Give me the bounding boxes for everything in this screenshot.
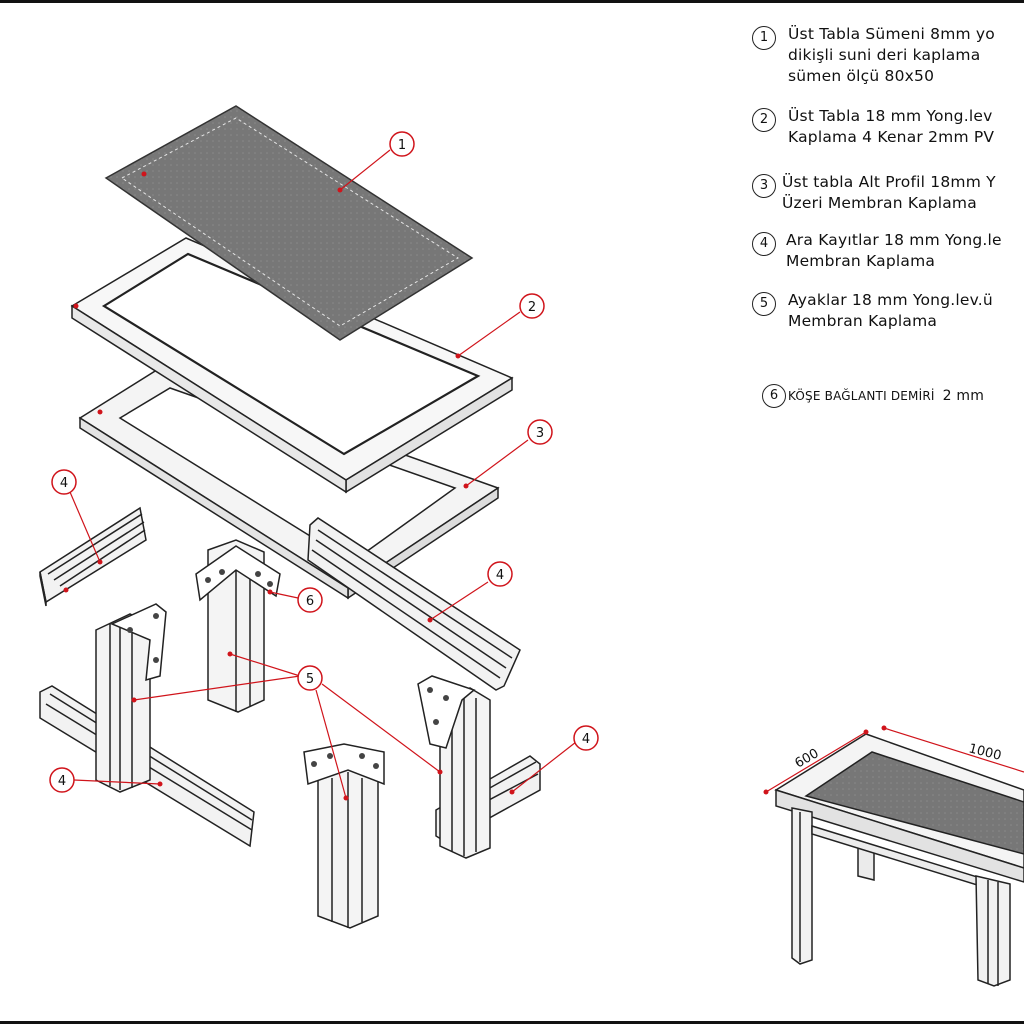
callout-2: 2	[519, 293, 545, 319]
legend-number-3: 3	[752, 174, 776, 198]
legend-line: Membran Kaplama	[786, 252, 936, 270]
dimension-length: 1000	[967, 741, 1003, 764]
legend-text-1: Üst Tabla Sümeni 8mm yo dikişli suni der…	[788, 24, 995, 87]
callout-4b: 4	[487, 561, 513, 587]
callouts: 1 2 3 4 4 4 4 5 6	[49, 131, 599, 793]
legend-number-1: 1	[752, 26, 776, 50]
legend-text-4: Ara Kayıtlar 18 mm Yong.le Membran Kapla…	[786, 230, 1002, 272]
legend-text-2: Üst Tabla 18 mm Yong.lev Kaplama 4 Kenar…	[788, 106, 994, 148]
legend-line: Üst tabla Alt Profil 18mm Y	[782, 173, 996, 191]
rail-left-top	[39, 506, 147, 607]
svg-text:5: 5	[306, 672, 314, 687]
legend-line: Membran Kaplama	[788, 312, 938, 330]
legend-line: Ara Kayıtlar 18 mm Yong.le	[786, 231, 1002, 249]
legend-line: Kaplama 4 Kenar 2mm PV	[788, 128, 995, 146]
legend-text-6: KÖŞE BAĞLANTI DEMİRİ 2 mm	[788, 386, 984, 407]
parts-legend: 1 Üst Tabla Sümeni 8mm yo dikişli suni d…	[752, 18, 1024, 418]
svg-text:6: 6	[306, 594, 314, 609]
leg-left	[95, 603, 167, 793]
legend-number-4: 4	[752, 232, 776, 256]
callout-6: 6	[297, 587, 323, 613]
callout-4c: 4	[49, 767, 75, 793]
legend-number-2: 2	[752, 108, 776, 132]
legend-text-5: Ayaklar 18 mm Yong.lev.ü Membran Kaplama	[788, 290, 993, 332]
legend-label-6: KÖŞE BAĞLANTI DEMİRİ	[788, 389, 935, 403]
assembled-table	[774, 733, 1024, 987]
legend-line: Ayaklar 18 mm Yong.lev.ü	[788, 291, 993, 309]
svg-text:4: 4	[58, 774, 66, 789]
legend-line: sümen ölçü 80x50	[788, 67, 935, 85]
svg-text:1: 1	[398, 138, 406, 153]
callout-5: 5	[297, 665, 323, 691]
legend-line: Üst Tabla 18 mm Yong.lev	[788, 107, 993, 125]
svg-text:2: 2	[528, 300, 536, 315]
callout-4d: 4	[573, 725, 599, 751]
legend-number-6: 6	[762, 384, 786, 408]
top-panel-frame	[70, 237, 514, 494]
svg-text:4: 4	[496, 568, 504, 583]
svg-text:4: 4	[582, 732, 590, 747]
leg-right	[417, 675, 491, 859]
legend-text-3: Üst tabla Alt Profil 18mm Y Üzeri Membra…	[782, 172, 996, 214]
leg-front-center	[303, 743, 385, 929]
legend-line: Üzeri Membran Kaplama	[782, 194, 977, 212]
leg-back-center	[195, 539, 281, 713]
legend-number-5: 5	[752, 292, 776, 316]
callout-4a: 4	[51, 469, 77, 495]
legend-dim-6: 2 mm	[942, 388, 985, 404]
legend-line: dikişli suni deri kaplama	[788, 46, 981, 64]
svg-text:4: 4	[60, 476, 68, 491]
leather-mat	[104, 105, 474, 341]
svg-text:3: 3	[536, 426, 544, 441]
legend-line: Üst Tabla Sümeni 8mm yo	[788, 25, 995, 43]
callout-3: 3	[527, 419, 553, 445]
dimension-lines	[763, 725, 1024, 795]
rail-right-back	[307, 517, 521, 691]
callout-1: 1	[389, 131, 415, 157]
leader-lines	[63, 149, 577, 801]
